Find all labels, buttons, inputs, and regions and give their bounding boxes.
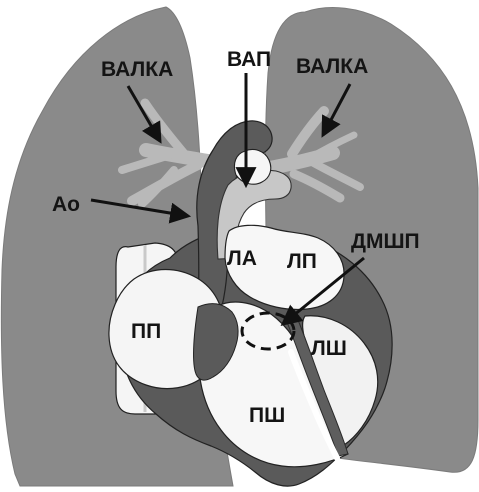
left-lung-label: ВАЛКА [101, 58, 173, 81]
ductus [234, 149, 270, 184]
aorta-label: Ао [52, 193, 80, 216]
left-ventricle-label: ЛШ [311, 337, 347, 360]
right-ventricle-label: ПШ [249, 404, 285, 427]
right-atrium-label: ПП [131, 320, 161, 343]
vsd-label: ДМШП [351, 230, 420, 253]
ductus-label: ВАП [227, 48, 271, 71]
pulmonary-artery-label: ЛА [227, 247, 257, 270]
right-lung-label: ВАЛКА [296, 55, 368, 78]
left-atrium-label: ЛП [287, 250, 317, 273]
